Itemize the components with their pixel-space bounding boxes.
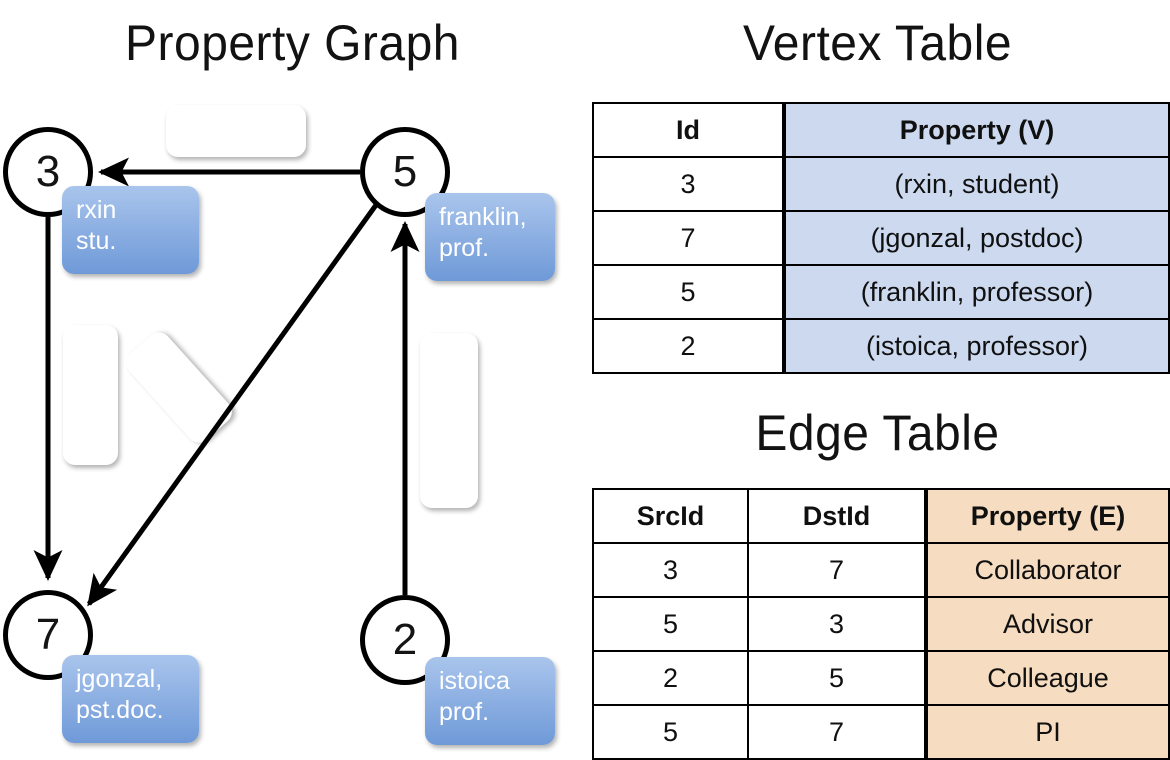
edge-table-header-property: Property (E) [924, 488, 1170, 544]
table-row[interactable]: 2 5 Colleague [592, 650, 1170, 706]
page-title-edge-table: Edge Table [755, 405, 1000, 461]
edge-cell-srcid: 5 [592, 704, 749, 760]
edge-label-pi-text: PI [159, 368, 199, 407]
table-row[interactable]: 2 (istoica, professor) [592, 318, 1170, 374]
graph-node-7-label: 7 [35, 610, 61, 659]
page-title-vertex-table: Vertex Table [742, 15, 1013, 71]
vertex-property-box-5[interactable]: franklin, prof. [425, 193, 555, 281]
table-row[interactable]: 5 (franklin, professor) [592, 264, 1170, 320]
page-title-property-graph: Property Graph [125, 15, 460, 71]
edge-table: SrcId DstId Property (E) 3 7 Collaborato… [592, 488, 1170, 760]
edge-cell-dstid: 7 [747, 542, 927, 598]
vertex-property-box-7[interactable]: jgonzal, pst.doc. [62, 655, 199, 743]
vertex-table-header-id: Id [592, 102, 785, 158]
graph-node-5-label: 5 [392, 147, 418, 196]
edge-cell-dstid: 3 [747, 596, 927, 652]
property-graph-diagram: 3 5 7 2 rxin stu. franklin, prof. jgonza… [3, 105, 555, 745]
table-row[interactable]: 5 7 PI [592, 704, 1170, 760]
graph-node-5[interactable]: 5 [360, 127, 450, 217]
graph-node-2[interactable]: 2 [360, 595, 450, 685]
table-row[interactable]: 3 (rxin, student) [592, 156, 1170, 212]
vertex-cell-id: 7 [592, 210, 785, 266]
table-row[interactable]: 7 (jgonzal, postdoc) [592, 210, 1170, 266]
vertex-table: Id Property (V) 3 (rxin, student) 7 (jgo… [592, 102, 1170, 374]
edge-label-colleague[interactable]: Colleague [420, 333, 478, 508]
edge-cell-property: Advisor [924, 596, 1170, 652]
edge-cell-property: Colleague [924, 650, 1170, 706]
edge-cell-property: PI [924, 704, 1170, 760]
edge-label-collab[interactable]: Collab. [63, 325, 118, 465]
table-row[interactable]: 3 7 Collaborator [592, 542, 1170, 598]
vertex-cell-property: (franklin, professor) [782, 264, 1170, 320]
graph-edge-arrows [33, 157, 420, 607]
edge-table-header-row: SrcId DstId Property (E) [592, 488, 1170, 544]
vertex-cell-id: 5 [592, 264, 785, 320]
vertex-property-box-3[interactable]: rxin stu. [62, 186, 199, 274]
vertex-table-header-row: Id Property (V) [592, 102, 1170, 158]
edge-cell-srcid: 5 [592, 596, 749, 652]
edge-cell-srcid: 3 [592, 542, 749, 598]
vertex-table-header-property: Property (V) [782, 102, 1170, 158]
edge-table-header-srcid: SrcId [592, 488, 749, 544]
edge-label-advisor[interactable]: Advisor [166, 105, 306, 157]
vertex-cell-id: 3 [592, 156, 785, 212]
vertex-cell-id: 2 [592, 318, 785, 374]
edge-label-advisor-text: Advisor [192, 115, 280, 146]
edge-label-collab-text: Collab. [76, 354, 106, 436]
edge-cell-property: Collaborator [924, 542, 1170, 598]
edge-table-header-dstid: DstId [747, 488, 927, 544]
vertex-cell-property: (jgonzal, postdoc) [782, 210, 1170, 266]
edge-label-colleague-text: Colleague [434, 361, 465, 480]
edge-cell-dstid: 7 [747, 704, 927, 760]
vertex-cell-property: (rxin, student) [782, 156, 1170, 212]
vertex-property-box-2[interactable]: istoica prof. [425, 657, 555, 745]
graph-node-2-label: 2 [392, 615, 418, 664]
edge-cell-srcid: 2 [592, 650, 749, 706]
vertex-cell-property: (istoica, professor) [782, 318, 1170, 374]
edge-cell-dstid: 5 [747, 650, 927, 706]
edge-5-to-7 [86, 203, 379, 607]
graph-node-3-label: 3 [35, 147, 61, 196]
table-row[interactable]: 5 3 Advisor [592, 596, 1170, 652]
